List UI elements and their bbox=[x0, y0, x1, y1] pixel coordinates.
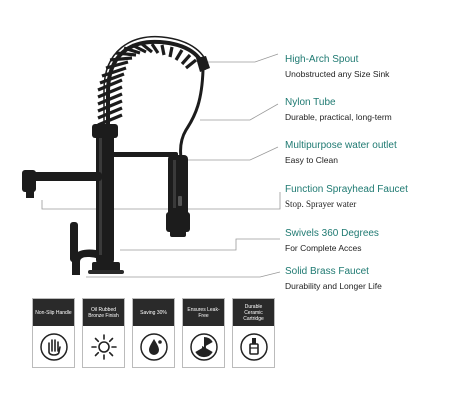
badge-label: Oil Rubbed Bronze Finish bbox=[83, 299, 124, 326]
feature-desc: Durable, practical, long-term bbox=[285, 112, 392, 122]
badge-label: Saving 30% bbox=[133, 299, 174, 326]
badge-oil-rubbed-bronze: Oil Rubbed Bronze Finish bbox=[82, 298, 125, 368]
leader-line-outlet bbox=[181, 146, 279, 161]
badge-label: Durable Ceramic Cartridge bbox=[233, 299, 274, 326]
feature-sprayhead: Function Sprayhead Faucet Stop. Sprayer … bbox=[285, 184, 450, 210]
feature-swivel: Swivels 360 Degrees For Complete Acces bbox=[285, 228, 450, 254]
feature-desc: Easy to Clean bbox=[285, 155, 338, 165]
leader-line-brass bbox=[86, 271, 281, 278]
leader-line-sprayhead bbox=[41, 192, 281, 210]
feature-solid-brass: Solid Brass Faucet Durability and Longer… bbox=[285, 266, 450, 292]
side-arm bbox=[30, 172, 102, 181]
nylon-tube bbox=[179, 69, 205, 159]
badge-label: Non-Slip Handle bbox=[33, 299, 74, 326]
feature-desc: Durability and Longer Life bbox=[285, 281, 382, 291]
feature-title: Nylon Tube bbox=[285, 97, 336, 108]
feature-nylon-tube: Nylon Tube Durable, practical, long-term bbox=[285, 97, 450, 123]
leader-line-swivel bbox=[120, 238, 280, 251]
water-drops-icon bbox=[140, 333, 168, 361]
feature-desc: For Complete Acces bbox=[285, 243, 362, 253]
feature-title: Swivels 360 Degrees bbox=[285, 228, 379, 239]
feature-title: Function Sprayhead Faucet bbox=[285, 184, 408, 195]
badge-leak-free: Ensures Leak-Free bbox=[182, 298, 225, 368]
feature-multipurpose-outlet: Multipurpose water outlet Easy to Clean bbox=[285, 140, 450, 166]
leader-line-spout bbox=[206, 53, 279, 63]
badge-saving: Saving 30% bbox=[132, 298, 175, 368]
feature-title: High-Arch Spout bbox=[285, 54, 359, 65]
badge-ceramic-cartridge: Durable Ceramic Cartridge bbox=[232, 298, 275, 368]
radiation-icon bbox=[190, 333, 218, 361]
sprayhead bbox=[168, 155, 188, 217]
badge-non-slip: Non-Slip Handle bbox=[32, 298, 75, 368]
badge-label: Ensures Leak-Free bbox=[183, 299, 224, 326]
sun-icon bbox=[91, 334, 117, 360]
hand-icon bbox=[40, 333, 68, 361]
cartridge-icon bbox=[240, 333, 268, 361]
feature-title: Multipurpose water outlet bbox=[285, 140, 397, 151]
feature-desc: Stop. Sprayer water bbox=[285, 199, 357, 209]
leader-lines bbox=[41, 53, 281, 278]
faucet-body bbox=[96, 130, 114, 265]
feature-desc: Unobstructed any Size Sink bbox=[285, 69, 390, 79]
leader-line-tube bbox=[200, 103, 279, 121]
arch-spout bbox=[106, 39, 206, 125]
feature-high-arch-spout: High-Arch Spout Unobstructed any Size Si… bbox=[285, 54, 450, 80]
feature-title: Solid Brass Faucet bbox=[285, 266, 369, 277]
